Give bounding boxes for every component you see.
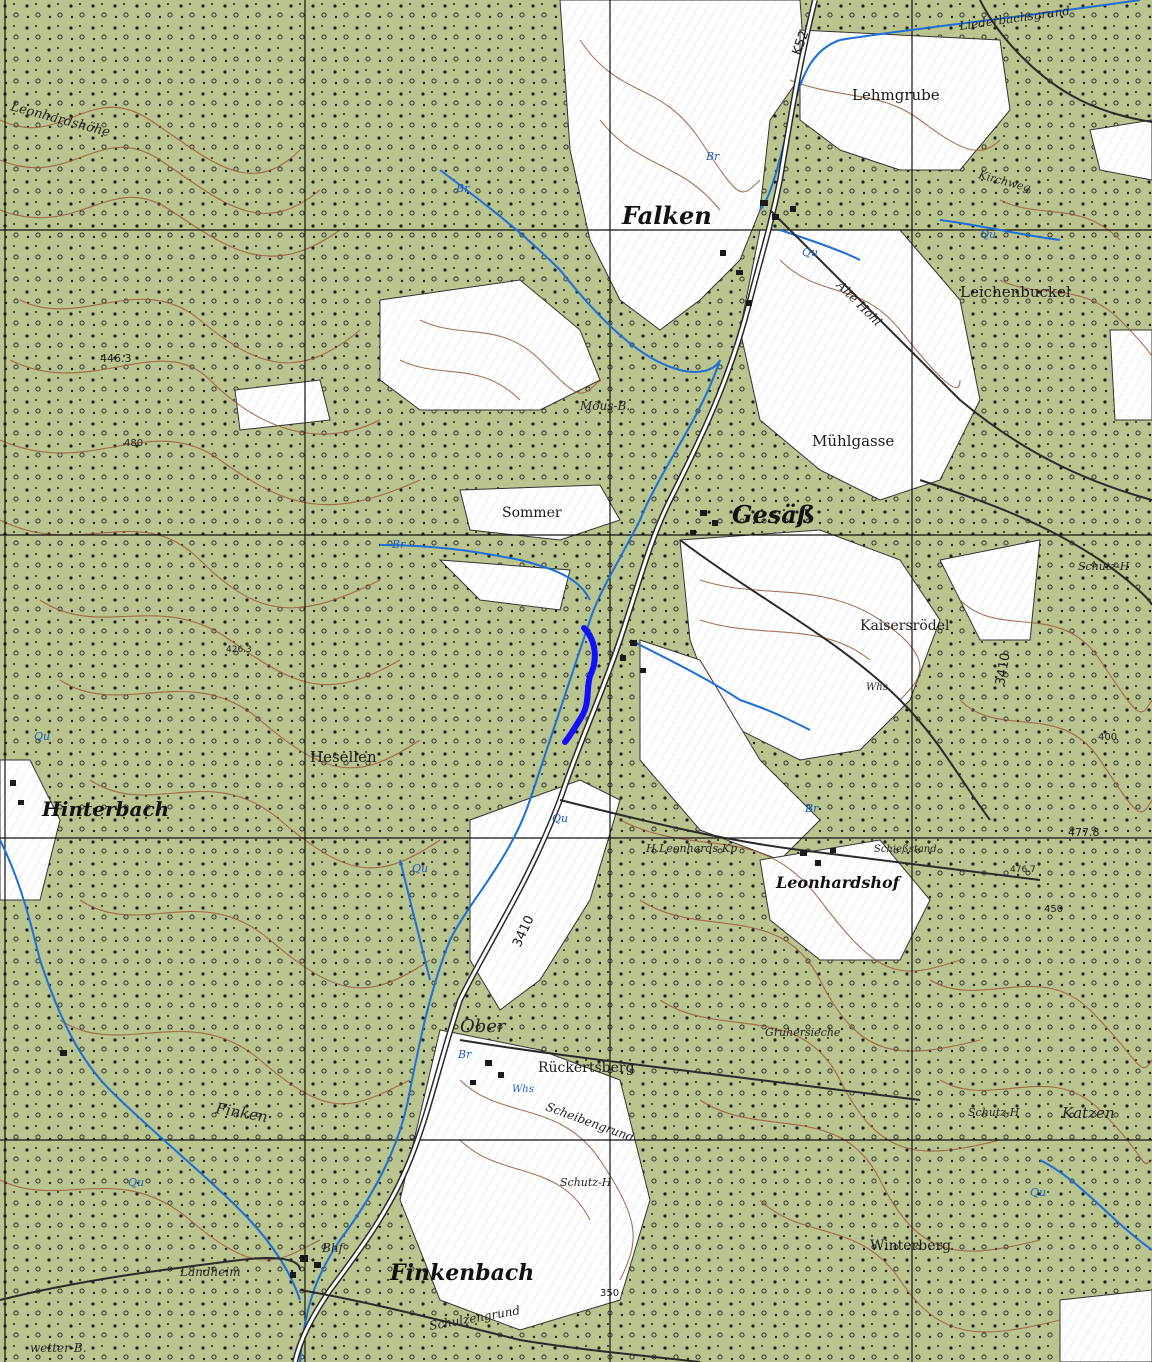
label-qu: Qu (128, 1176, 144, 1189)
label-hesellen: Hesellen (310, 748, 377, 766)
spot-height: 476.7 (1010, 865, 1036, 875)
label-katzen: Katzen (1061, 1104, 1115, 1122)
label-qu: Qu (1030, 1186, 1046, 1199)
label-muehlgasse: Mühlgasse (812, 432, 894, 450)
label-br: Br (804, 802, 819, 815)
label-leonhardshof: Leonhardshof (775, 873, 903, 892)
highlighted-track[interactable] (562, 625, 598, 745)
label-qu: Qu (802, 246, 818, 259)
road-number: 3410 (993, 651, 1014, 686)
label-lehmgrube: Lehmgrube (852, 86, 940, 104)
contour-lines (0, 39, 1152, 1333)
label-falken: Falken (621, 201, 712, 230)
label-whs-1: Whs (866, 682, 888, 693)
label-landheim: Landheim (179, 1265, 241, 1279)
label-schutz-2: Schutz-H (968, 1106, 1020, 1119)
label-ober: Ober (460, 1016, 507, 1037)
contour-value: 450 (1044, 904, 1063, 915)
label-schutz-1: Schutz-H (1078, 560, 1130, 573)
buildings (10, 200, 836, 1278)
label-h-leonhard: H.Leonhards-Kp (645, 842, 737, 855)
label-br: Br (457, 1048, 472, 1061)
water-labels: Br Br Br Br Br Qu Qu Qu Qu Qu Qu Qu (34, 150, 1046, 1199)
label-gesass: Gesäß (732, 500, 815, 529)
label-br: Br (455, 182, 470, 195)
spot-height: 446.3 (100, 352, 132, 365)
label-qu: Qu (34, 730, 50, 743)
label-qu: Qu (412, 862, 428, 875)
label-qu: Qu (552, 812, 568, 825)
label-schutz-3: Schutz-H (560, 1176, 612, 1189)
label-sommer: Sommer (502, 505, 562, 521)
label-finkenbach: Finkenbach (389, 1260, 534, 1286)
label-winterberg: Winterberg (870, 1238, 951, 1254)
contour-value: 400 (1098, 732, 1117, 743)
label-br: Br (705, 150, 720, 163)
label-qu: Qu (980, 228, 996, 241)
label-bahn: Bhf (321, 1241, 346, 1255)
label-whs-2: Whs (512, 1084, 534, 1095)
label-gruhersieche: Gruhersieche (765, 1026, 841, 1039)
label-schiessstand: Schießstand (874, 844, 937, 855)
spot-height: 477.8 (1068, 826, 1100, 839)
label-kaisersrodel: Kaisersrödel (860, 618, 950, 634)
label-hinterbach: Hinterbach (41, 797, 169, 821)
label-br: Br (391, 538, 406, 551)
label-moeus: Möus-B. (579, 399, 630, 413)
spot-height: 426.3 (226, 645, 252, 655)
contour-value: 480 (124, 438, 143, 449)
label-wetter: wetter-B. (30, 1341, 87, 1355)
label-rueckertsberg: Rückertsberg (538, 1060, 635, 1076)
label-leichenbuckel: Leichenbuckel (960, 283, 1071, 301)
contour-values: 400 450 480 350 (124, 438, 1117, 1299)
spot-heights: 446.3 477.8 476.7 426.3 (100, 352, 1100, 875)
contour-value: 350 (600, 1288, 619, 1299)
